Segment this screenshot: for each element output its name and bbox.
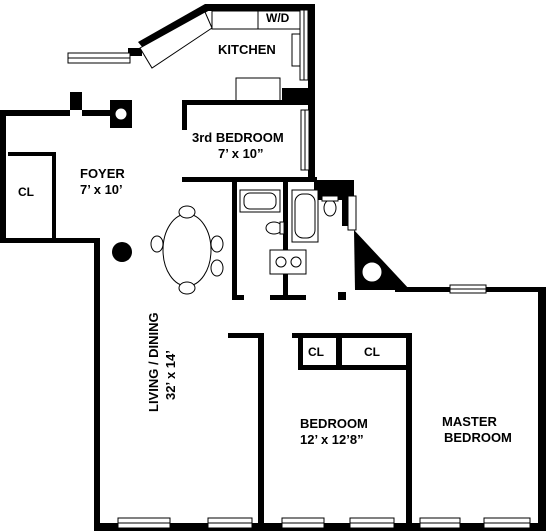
bedroom-walls (228, 333, 412, 530)
third-bedroom-walls (182, 100, 317, 182)
foyer-closet-label: CL (18, 185, 34, 199)
living-dining-size: 32’ x 14’ (163, 350, 178, 400)
bathroom-walls (232, 180, 354, 300)
closet-1-label: CL (308, 345, 324, 359)
master-bedroom-windows (419, 517, 531, 529)
column (112, 242, 132, 262)
bedroom-windows (281, 517, 395, 529)
master-top-window (449, 284, 487, 294)
master-bedroom-label-line2: BEDROOM (444, 430, 512, 445)
third-bedroom-window (300, 109, 310, 171)
master-bedroom-label: MASTER (442, 414, 498, 429)
closet-2-label: CL (364, 345, 380, 359)
dining-table (150, 205, 224, 295)
foyer-walls (0, 92, 132, 243)
washer-dryer-label: W/D (266, 11, 290, 25)
bedroom-label: BEDROOM (300, 416, 368, 431)
bedroom-size: 12’ x 12’8” (300, 432, 364, 447)
closet-walls (298, 333, 406, 370)
angled-corner (354, 230, 546, 527)
living-dining-walls (94, 240, 546, 531)
third-bedroom-size: 7’ x 10” (218, 146, 264, 161)
kitchen-label: KITCHEN (218, 42, 276, 57)
third-bedroom-label: 3rd BEDROOM (192, 130, 284, 145)
foyer-closet-walls (8, 152, 56, 238)
kitchen-walls (128, 4, 315, 102)
bathroom-window (347, 195, 357, 231)
foyer-label: FOYER (80, 166, 125, 181)
kitchen-windows (67, 9, 309, 81)
bathroom-fixtures (239, 189, 339, 275)
living-dining-label: LIVING / DINING (146, 312, 161, 412)
living-windows (117, 517, 253, 529)
foyer-size: 7’ x 10’ (80, 182, 123, 197)
